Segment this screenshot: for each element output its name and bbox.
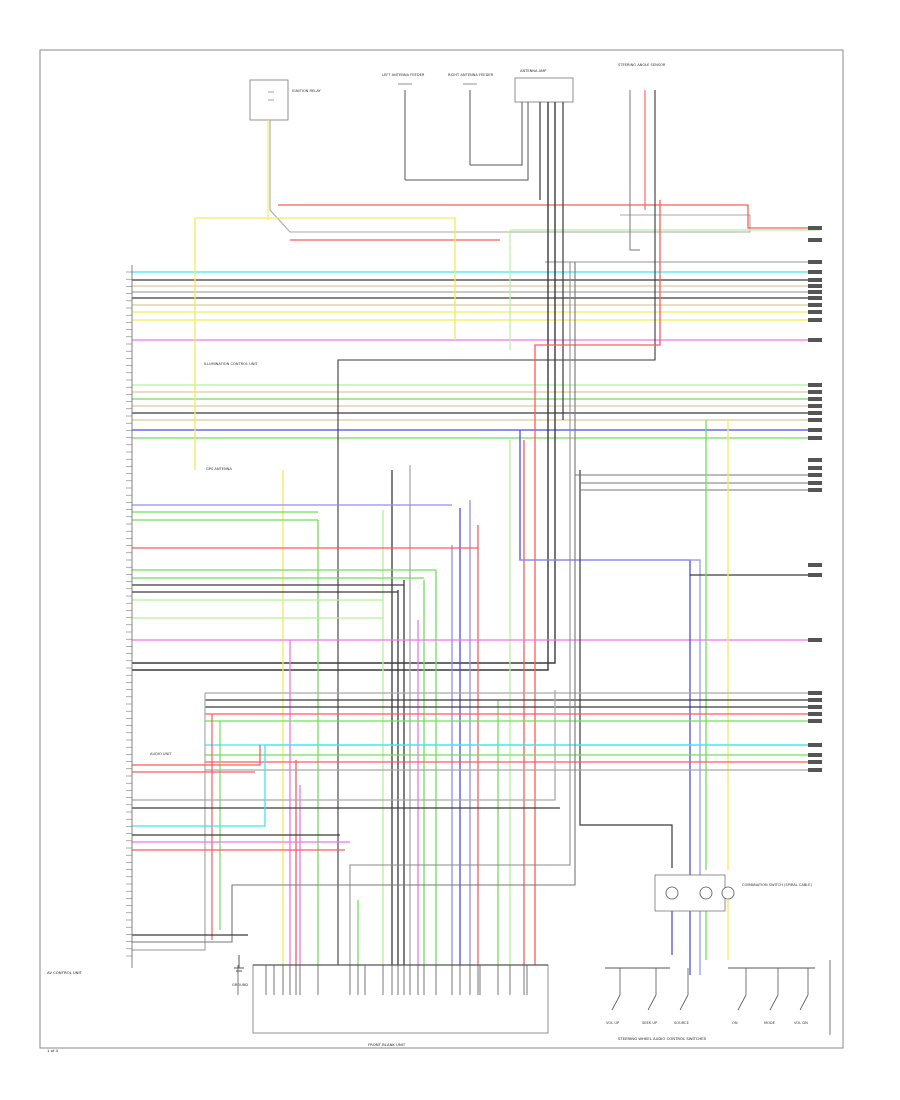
connector-stub bbox=[808, 404, 822, 408]
right-wire bbox=[579, 470, 673, 868]
connector-stub bbox=[808, 338, 822, 342]
antenna-amp-caption: ANTENNA AMP bbox=[520, 69, 547, 73]
connector-stub bbox=[808, 284, 822, 288]
combination-contact-3 bbox=[721, 886, 735, 900]
audio-wire bbox=[132, 690, 556, 801]
bottom-connector: FRONT BLANK UNIT bbox=[237, 964, 549, 1047]
audio-wire bbox=[132, 744, 820, 827]
connector-stub bbox=[808, 638, 822, 642]
connector-stub bbox=[808, 436, 822, 440]
steering-switches-caption: STEERING WHEEL AUDIO CONTROL SWITCHES bbox=[618, 1036, 707, 1041]
connector-stub bbox=[808, 705, 822, 709]
right-wire bbox=[520, 559, 701, 975]
steering-sensor-top: STEERING ANGLE SENSOR bbox=[618, 63, 666, 67]
right-antenna: RIGHT ANTENNA FEEDER bbox=[448, 73, 494, 165]
connector-stub bbox=[808, 270, 822, 274]
wire-harness bbox=[132, 90, 820, 1010]
switch-label: SOURCE bbox=[674, 1021, 690, 1025]
connector-stub bbox=[808, 278, 822, 282]
left-antenna: LEFT ANTENNA FEEDER bbox=[382, 73, 425, 180]
connector-stub bbox=[808, 760, 822, 764]
connector-stub bbox=[808, 296, 822, 300]
combination-contact-1 bbox=[665, 886, 679, 900]
switch-label: MODE bbox=[764, 1021, 776, 1025]
combination-switch-caption: COMBINATION SWITCH (SPIRAL CABLE) bbox=[742, 883, 813, 887]
connector-stub bbox=[808, 691, 822, 695]
page-number: 1 of 4 bbox=[47, 1048, 58, 1053]
ground-caption: GROUND bbox=[232, 983, 248, 987]
switch-contact bbox=[647, 994, 657, 1011]
steering-switches: VOL UP SEEK UP SOURCE ON MODE VOL DN STEERING… bbox=[605, 960, 831, 1041]
connector-stub bbox=[808, 712, 822, 716]
acc-feed bbox=[194, 217, 456, 470]
connector-stub bbox=[808, 290, 822, 294]
audio-unit-caption: AUDIO UNIT bbox=[150, 752, 172, 756]
switch-label: SEEK UP bbox=[642, 1021, 658, 1025]
av-unit-pin-column bbox=[126, 265, 133, 968]
combination-contact-2 bbox=[699, 886, 713, 900]
right-connector-stubs bbox=[808, 226, 822, 772]
switch-contact bbox=[737, 994, 747, 1011]
switch-label: VOL UP bbox=[606, 1021, 620, 1025]
connector-stub bbox=[808, 310, 822, 314]
bottom-connector-caption: FRONT BLANK UNIT bbox=[368, 1042, 406, 1047]
sensor-wire bbox=[629, 90, 640, 251]
connector-stub bbox=[808, 768, 822, 772]
connector-stub bbox=[808, 226, 822, 230]
connector-stub bbox=[808, 563, 822, 567]
combination-switch: COMBINATION SWITCH (SPIRAL CABLE) bbox=[654, 874, 813, 912]
power-feed bbox=[278, 204, 820, 229]
switch-contact bbox=[679, 994, 689, 1011]
connector-stub bbox=[808, 260, 822, 264]
antenna-wire bbox=[132, 102, 556, 664]
steering-sensor-caption: STEERING ANGLE SENSOR bbox=[618, 63, 666, 67]
connector-stub bbox=[808, 418, 822, 422]
connector-stub bbox=[808, 473, 822, 477]
antenna-amp-box: ANTENNA AMP bbox=[514, 69, 574, 103]
connector-stub bbox=[808, 481, 822, 485]
switch-contact bbox=[799, 994, 809, 1011]
connector-stub bbox=[808, 428, 822, 432]
connector-stub bbox=[808, 318, 822, 322]
connector-stub bbox=[808, 397, 822, 401]
ignition-relay-caption: IGNITION RELAY bbox=[292, 89, 322, 93]
audio-wire bbox=[132, 745, 261, 766]
ground-wire bbox=[349, 262, 571, 975]
switch-label: ON bbox=[732, 1021, 738, 1025]
connector-stub bbox=[808, 698, 822, 702]
switch-contact bbox=[769, 994, 779, 1011]
connector-stub bbox=[808, 466, 822, 470]
left-antenna-caption: LEFT ANTENNA FEEDER bbox=[382, 73, 425, 77]
ignition-relay-box: IGNITION RELAY bbox=[249, 66, 322, 121]
connector-stub bbox=[808, 743, 822, 747]
antenna-wire bbox=[405, 102, 529, 181]
lower-bus bbox=[132, 693, 206, 951]
sensor-wire bbox=[534, 200, 661, 965]
connector-stub bbox=[808, 573, 822, 577]
connector-stub bbox=[808, 383, 822, 387]
connector-stub bbox=[808, 488, 822, 492]
gps-antenna-caption: GPS ANTENNA bbox=[206, 467, 232, 471]
connector-stub bbox=[808, 719, 822, 723]
connector-stub bbox=[808, 458, 822, 462]
connector-stub bbox=[808, 390, 822, 394]
diagram-frame bbox=[39, 49, 844, 1049]
connector-stub bbox=[808, 753, 822, 757]
connector-stub bbox=[808, 303, 822, 307]
illumination-control-caption: ILLUMINATION CONTROL UNIT bbox=[204, 362, 259, 366]
ground-wire bbox=[132, 262, 576, 943]
switch-contact bbox=[611, 994, 621, 1011]
ground-symbol: GROUND bbox=[232, 955, 248, 987]
sensor-wire bbox=[337, 90, 656, 1010]
antenna-wire bbox=[470, 102, 523, 166]
switch-label: VOL DN bbox=[794, 1021, 808, 1025]
antenna-wire bbox=[132, 102, 549, 671]
ignition-feed bbox=[269, 120, 751, 233]
connector-stub bbox=[808, 411, 822, 415]
connector-stub bbox=[808, 238, 822, 242]
right-antenna-caption: RIGHT ANTENNA FEEDER bbox=[448, 73, 494, 77]
av-control-unit-caption: AV CONTROL UNIT bbox=[47, 970, 83, 975]
